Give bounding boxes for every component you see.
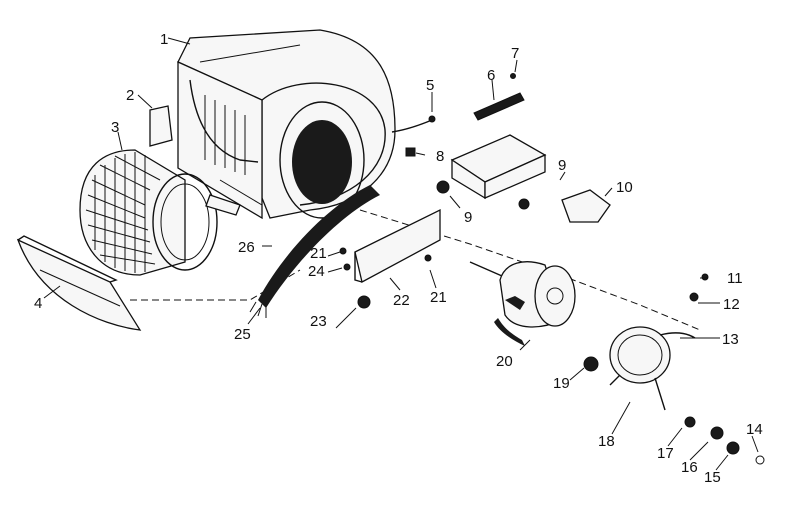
label-part-25: 25 (234, 326, 251, 343)
label-part-9a: 9 (464, 209, 472, 226)
label-part-7: 7 (511, 45, 519, 62)
part-labels: 1 2 3 4 5 6 7 8 9 9 10 11 12 13 14 15 16… (34, 31, 763, 486)
motor-mount-ring (609, 326, 696, 411)
bracket-part-3 (149, 105, 173, 147)
label-part-15: 15 (704, 469, 721, 486)
label-part-6: 6 (487, 67, 495, 84)
blower-motor (469, 261, 576, 346)
control-box (450, 134, 547, 200)
label-part-24: 24 (308, 263, 325, 280)
label-part-22: 22 (393, 292, 410, 309)
label-part-8: 8 (436, 148, 444, 165)
label-part-11: 11 (727, 270, 743, 287)
wire-harness (249, 185, 380, 318)
label-part-12: 12 (723, 296, 740, 313)
mounting-strip (205, 194, 241, 216)
label-part-10: 10 (616, 179, 633, 196)
label-part-21b: 21 (430, 289, 447, 306)
terminal-strip (473, 73, 525, 121)
cutoff-plate (16, 235, 142, 331)
label-part-5: 5 (426, 77, 434, 94)
blower-wheel (79, 149, 218, 276)
label-part-17: 17 (657, 445, 674, 462)
label-part-1: 4 (34, 295, 42, 312)
label-part-14: 14 (746, 421, 763, 438)
label-part-3: 2 (126, 87, 134, 104)
label-part-13: 13 (722, 331, 739, 348)
label-part-2: 3 (111, 119, 119, 136)
label-part-21a: 21 (310, 245, 327, 262)
fasteners (339, 115, 765, 465)
label-part-16: 16 (681, 459, 698, 476)
label-part-26: 26 (238, 239, 255, 256)
leader-lines (43, 37, 759, 471)
label-part-19: 19 (553, 375, 570, 392)
label-part-4: 1 (160, 31, 168, 48)
label-part-20: 20 (496, 353, 513, 370)
label-part-18: 18 (598, 433, 615, 450)
motor-mount-bracket (354, 208, 441, 283)
label-part-9b: 9 (558, 157, 566, 174)
capacitor (561, 189, 611, 223)
label-part-23: 23 (310, 313, 327, 330)
